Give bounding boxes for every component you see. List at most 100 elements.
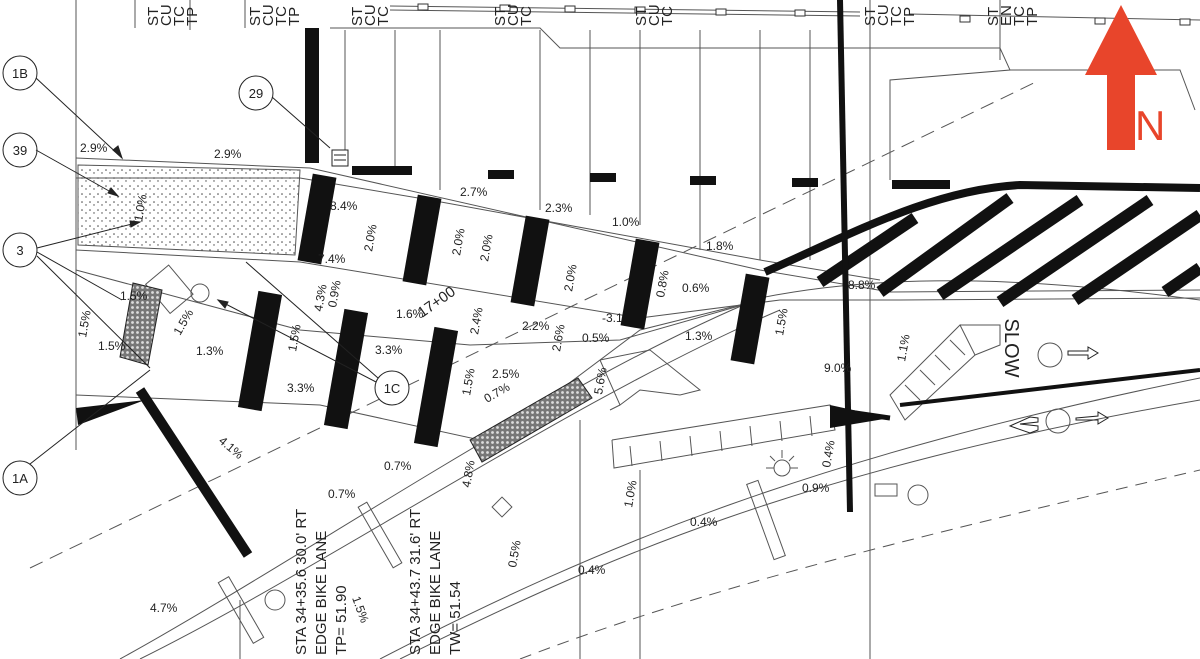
- stop-bar-south: [135, 387, 253, 558]
- callout-39: 39: [2, 132, 120, 197]
- callout-29-label: 29: [249, 86, 263, 101]
- slope-label: 2.2%: [522, 319, 550, 333]
- slope-label: 2.7%: [460, 185, 488, 199]
- slope-label: 0.4%: [819, 439, 838, 469]
- top-code-label: CU: [158, 4, 175, 26]
- top-code-label: CU: [875, 4, 892, 26]
- arrow-icons: [1008, 346, 1109, 434]
- slope-label: 2.3%: [545, 201, 573, 215]
- slope-label: 1.0%: [621, 479, 640, 509]
- north-label: N: [1135, 102, 1165, 149]
- top-code-label: TC: [171, 6, 188, 26]
- slope-label: 0.4%: [690, 515, 718, 529]
- crosswalk-bar: [237, 290, 283, 412]
- slope-label: 2.9%: [80, 141, 108, 155]
- slope-label: 1.5%: [120, 289, 148, 303]
- annotation-line: STA 34+35.6 30.0' RT: [293, 509, 310, 655]
- crosswalk-bars: [237, 28, 950, 448]
- top-code-label: TC: [659, 6, 676, 26]
- top-code-label: TP: [286, 7, 303, 26]
- lane-dash: [488, 170, 514, 179]
- top-code-label: ST: [633, 7, 650, 26]
- slope-label: 0.5%: [582, 331, 610, 345]
- callout-3: 3: [2, 220, 151, 369]
- slope-label: 0.4%: [578, 563, 606, 577]
- slope-label: 2.4%: [467, 306, 486, 336]
- slope-label: 0.9%: [325, 279, 344, 309]
- detectable-warning-pad: [469, 377, 593, 463]
- stop-bar: [305, 28, 319, 163]
- top-code-label: ST: [145, 7, 162, 26]
- slope-label: 1.1%: [894, 333, 913, 363]
- slope-label: 2.0%: [561, 263, 580, 293]
- lane-dash: [792, 178, 818, 187]
- slope-label: 0.7%: [328, 487, 356, 501]
- slope-label: 3.3%: [375, 343, 403, 357]
- pavement-marking-slow: SLOW: [1000, 319, 1022, 378]
- top-code-label: CU: [362, 4, 379, 26]
- lane-dash: [590, 173, 616, 182]
- crosswalk-bar: [413, 326, 459, 448]
- station-ladder-marks: [417, 3, 1191, 26]
- slope-label: 1.6%: [396, 307, 424, 321]
- callout-1b-label: 1B: [12, 66, 28, 81]
- top-code-label: TC: [888, 6, 905, 26]
- annotation-line: TW= 51.54: [447, 581, 464, 655]
- slope-label: 1.0%: [612, 215, 640, 229]
- station-label: 17+00: [415, 283, 459, 321]
- callout-39-label: 39: [13, 143, 27, 158]
- slope-label: 0.8%: [653, 269, 672, 299]
- top-code-label: EN: [998, 5, 1015, 26]
- annotation-line: EDGE BIKE LANE: [313, 531, 330, 655]
- slope-label: 0.5%: [505, 539, 524, 569]
- callout-1a: 1A: [2, 369, 151, 496]
- callout-29: 29: [238, 75, 331, 149]
- slope-label: 5.6%: [591, 366, 610, 396]
- callout-3-label: 3: [16, 243, 23, 258]
- callout-1c: 1C: [216, 261, 410, 406]
- top-code-label: TP: [1024, 7, 1041, 26]
- slope-label: 0.9%: [802, 481, 830, 495]
- section-arrow: [76, 400, 145, 425]
- top-code-label: TC: [1011, 6, 1028, 26]
- crosswalk-bar: [510, 215, 550, 307]
- slope-label: 1.5%: [285, 323, 304, 353]
- crosswalk-bar: [323, 308, 369, 430]
- crosswalk-bar: [620, 238, 660, 330]
- top-code-label: CU: [646, 4, 663, 26]
- detectable-warning-pad: [119, 282, 163, 366]
- plan-linework: [29, 0, 1200, 659]
- slope-label: 0.7%: [384, 459, 412, 473]
- hatched-island: [763, 0, 1200, 513]
- sign-symbol: [331, 149, 349, 167]
- slope-label: 1.3%: [196, 344, 224, 358]
- callout-1a-label: 1A: [12, 471, 28, 486]
- top-code-label: TP: [184, 7, 201, 26]
- slope-label: -3.1: [602, 311, 623, 325]
- top-code-label: ST: [247, 7, 264, 26]
- slope-label: 4.7%: [150, 601, 178, 615]
- slope-label: 2.6%: [549, 323, 568, 353]
- north-arrow-icon: [1085, 5, 1157, 150]
- slope-label: 1.8%: [706, 239, 734, 253]
- slope-label: 0.6%: [682, 281, 710, 295]
- top-code-label: TC: [518, 6, 535, 26]
- slope-label: 1.5%: [349, 594, 372, 625]
- slope-label: 0.7%: [482, 380, 513, 406]
- slope-label: 8.4%: [330, 199, 358, 213]
- top-code-label: CU: [260, 4, 277, 26]
- top-code-label: TC: [273, 6, 290, 26]
- crosswalk-bar: [730, 273, 770, 365]
- top-code-label: ST: [862, 7, 879, 26]
- lane-dash: [690, 176, 716, 185]
- top-code-label: TP: [901, 7, 918, 26]
- top-code-label: TC: [375, 6, 392, 26]
- north-arrow: N: [1085, 5, 1165, 150]
- slope-label: 2.5%: [492, 367, 520, 381]
- slope-label: 1.3%: [685, 329, 713, 343]
- callout-1b: 1B: [2, 55, 124, 160]
- slope-label: 1.5%: [75, 309, 94, 339]
- slope-label: 2.0%: [449, 227, 468, 257]
- slope-label: 1.5%: [98, 339, 126, 353]
